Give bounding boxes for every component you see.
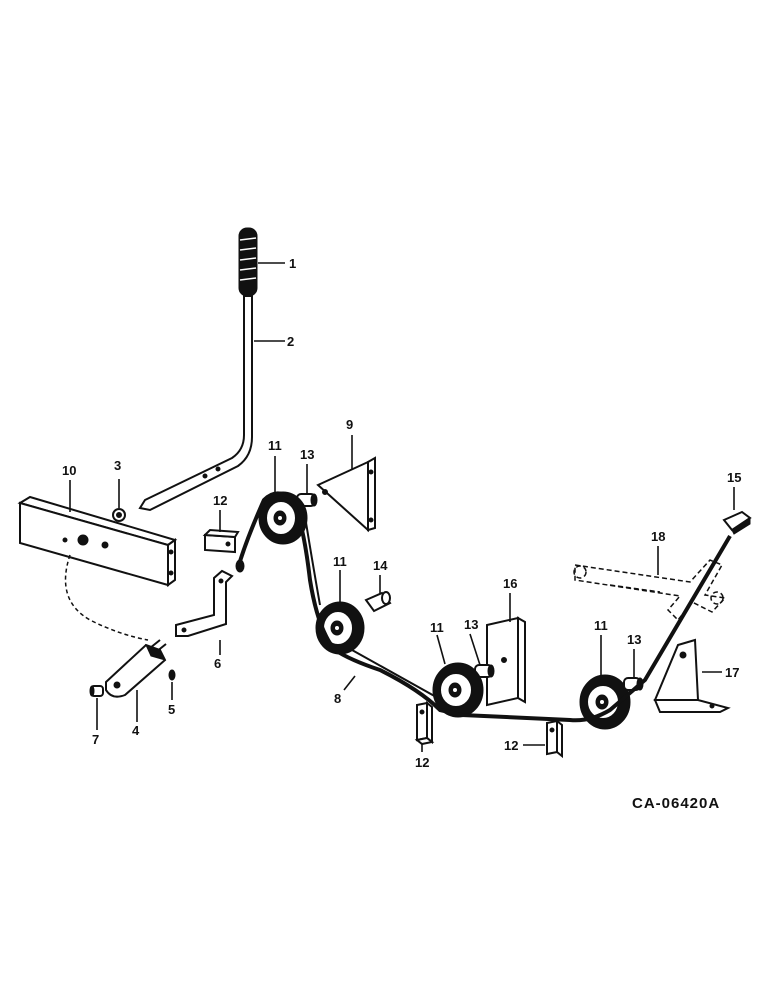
callout-11-middle: 11 (333, 554, 347, 569)
callout-16: 16 (503, 576, 517, 591)
callout-11-right: 11 (594, 618, 608, 633)
callout-labels: 1 2 3 4 5 6 7 8 9 10 11 11 11 11 12 12 1… (62, 256, 741, 770)
spacer-mid (364, 591, 392, 613)
callout-6: 6 (214, 656, 221, 671)
callout-5: 5 (168, 702, 175, 717)
callout-13-right: 13 (627, 632, 641, 647)
callout-11-third: 11 (430, 620, 444, 635)
small-bracket-bottom-left (414, 700, 435, 746)
pulley-third (432, 662, 484, 718)
callout-9: 9 (346, 417, 353, 432)
angle-bracket (653, 638, 731, 713)
linkage-path (64, 554, 149, 641)
callout-4: 4 (132, 723, 140, 738)
callout-13-top: 13 (300, 447, 314, 462)
callout-15: 15 (727, 470, 741, 485)
callout-3: 3 (114, 458, 121, 473)
cotter-pin (168, 669, 176, 681)
upright-plate (486, 616, 526, 707)
callout-8: 8 (334, 691, 341, 706)
bent-bracket (175, 569, 234, 637)
callout-14: 14 (373, 558, 388, 573)
drawing-code: CA-06420A (632, 795, 720, 812)
shift-lever (138, 295, 253, 512)
cable-clip (722, 510, 752, 535)
callout-2: 2 (287, 334, 294, 349)
callout-13-third: 13 (464, 617, 478, 632)
control-arm-phantom (573, 559, 727, 622)
callout-12-bottom-right: 12 (504, 738, 518, 753)
leader-lines (69, 262, 735, 752)
callout-10: 10 (62, 463, 76, 478)
callout-11-top: 11 (268, 438, 282, 453)
handle-grip (238, 227, 258, 297)
mounting-plate (17, 495, 178, 587)
callout-12-left: 12 (213, 493, 227, 508)
callout-7: 7 (92, 732, 99, 747)
spacer-third (474, 664, 495, 678)
nut (112, 508, 126, 522)
callout-18: 18 (651, 529, 665, 544)
pin (89, 685, 104, 697)
control-cable (236, 491, 732, 723)
callout-1: 1 (289, 256, 296, 271)
clevis-link (105, 639, 167, 698)
small-bracket-bottom-right (546, 718, 563, 759)
triangle-bracket (316, 456, 376, 533)
callout-17: 17 (725, 665, 739, 680)
callout-12-bottom-left: 12 (415, 755, 429, 770)
